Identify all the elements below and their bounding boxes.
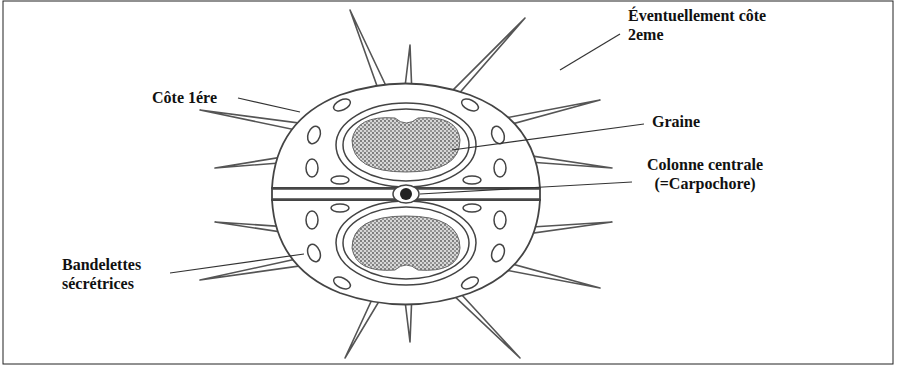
- carpophore-label: Colonne centrale (=Carpochore): [630, 155, 780, 193]
- mericarps: [272, 84, 540, 305]
- secretory-canals: [305, 97, 506, 292]
- rib-label: Côte 1ére: [152, 88, 217, 107]
- canal-label: Bandelettes sécrétrices: [62, 255, 172, 293]
- seed-label: Graine: [652, 112, 700, 131]
- rib-label: Éventuellement côte 2eme: [628, 6, 768, 44]
- leader-lines: [170, 34, 644, 273]
- frame: [3, 1, 893, 364]
- seeds: [336, 103, 476, 285]
- ribs: [200, 10, 612, 358]
- carpophore: [272, 185, 540, 203]
